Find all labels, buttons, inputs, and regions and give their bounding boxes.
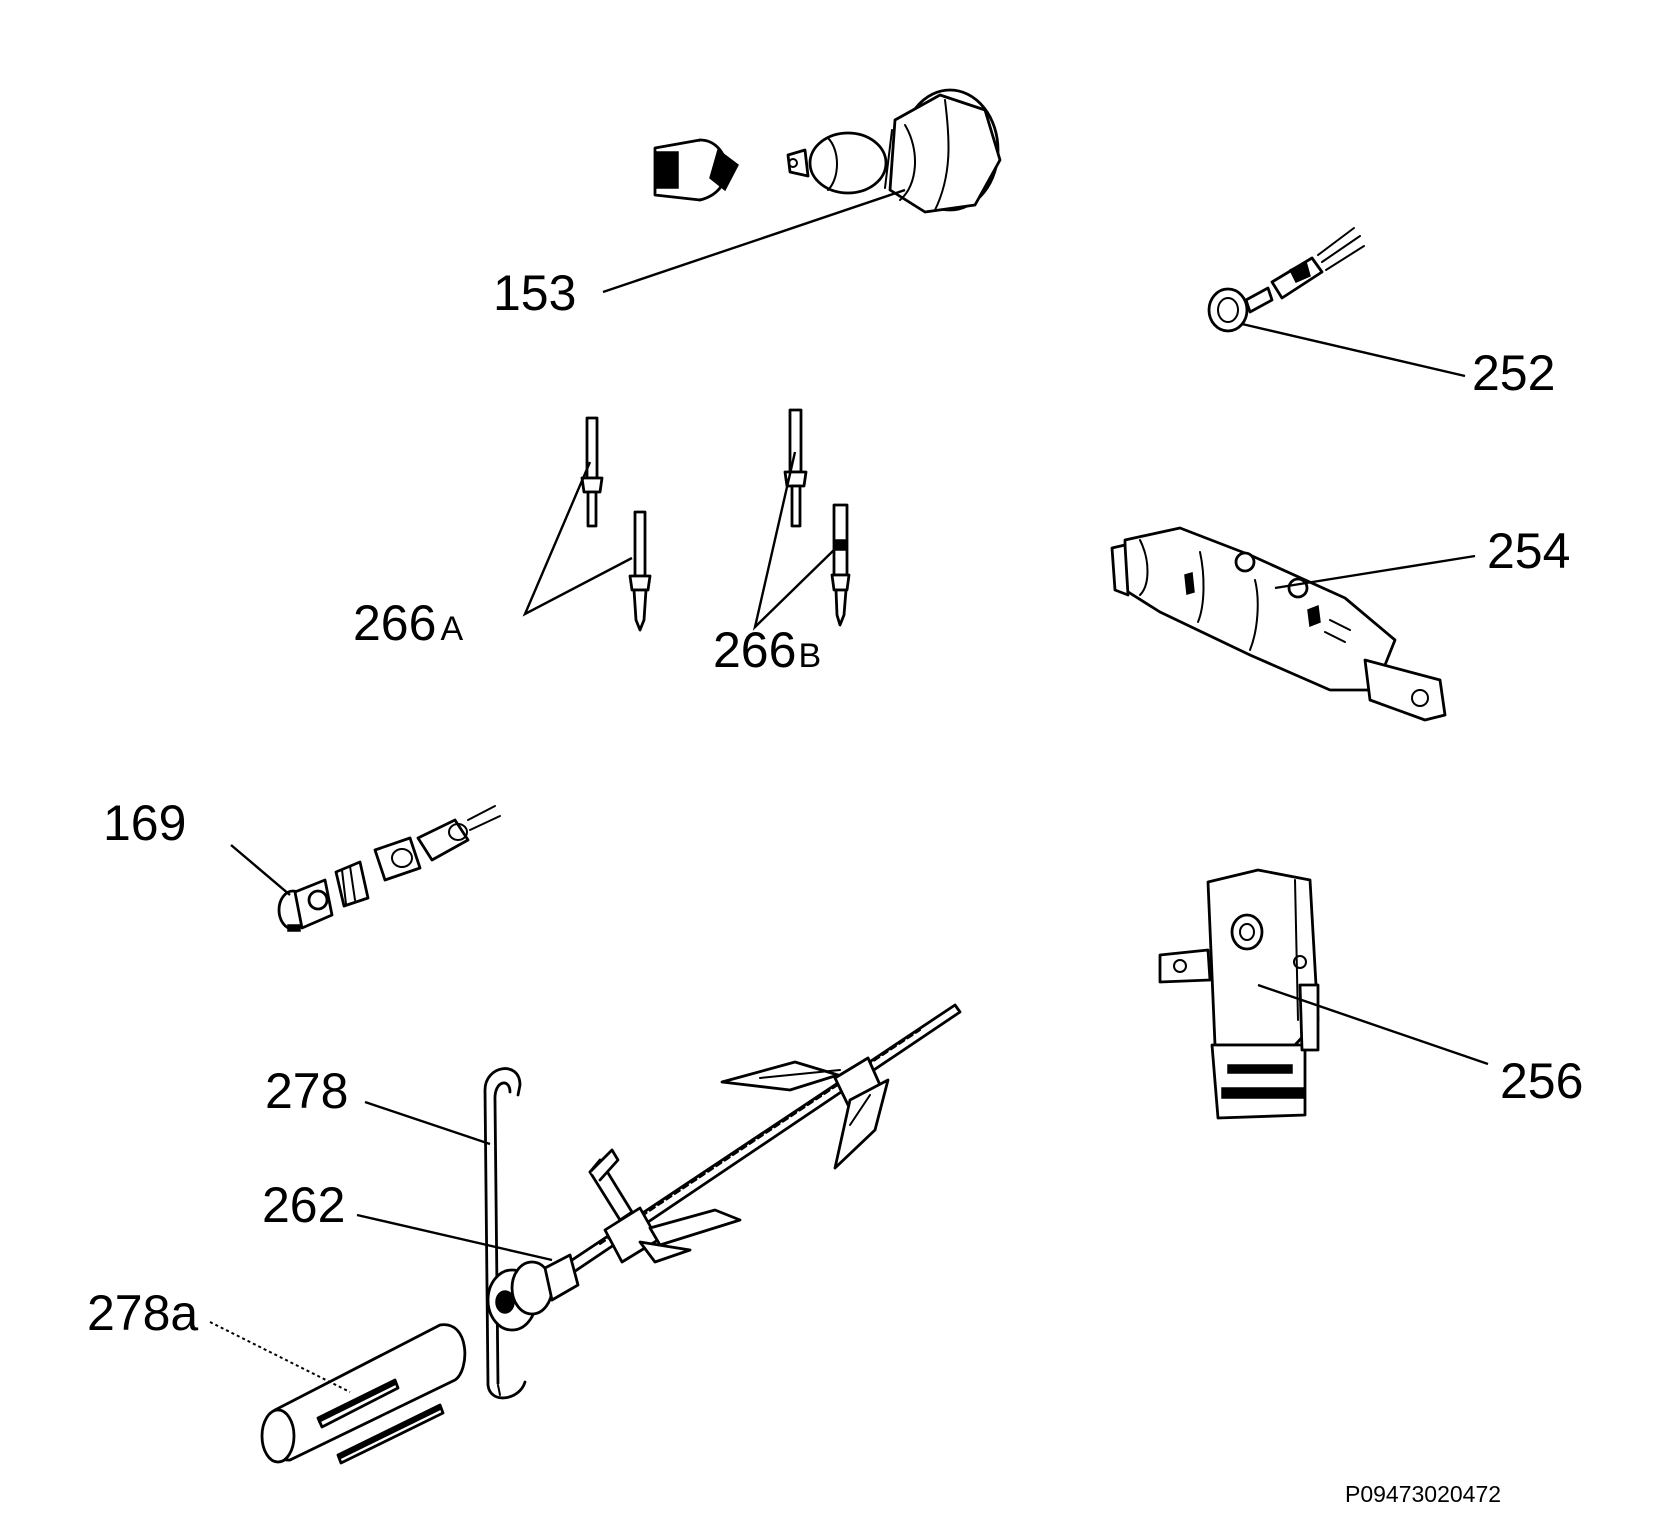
callout-266a-number: 266: [353, 595, 436, 651]
callout-169: 169: [103, 795, 186, 851]
callout-266b-number: 266: [713, 622, 796, 678]
callout-252: 252: [1472, 345, 1555, 401]
callout-256: 256: [1500, 1053, 1583, 1109]
part-278a-spit-handle: [260, 1323, 467, 1465]
part-169-lamp-holder: [277, 805, 501, 932]
callout-278a: 278a: [87, 1285, 198, 1341]
part-256-thermostat: [1158, 868, 1320, 1120]
leader-line-256: [1257, 983, 1489, 1066]
part-278-rotisserie-rod: [483, 1067, 527, 1400]
callout-266b: 266B: [713, 622, 821, 678]
leader-line-278: [364, 1100, 491, 1146]
callout-266b-suffix: B: [798, 637, 821, 675]
leader-line-266b: [752, 451, 837, 631]
leader-line-278a: [209, 1321, 351, 1393]
leader-line-252: [1241, 322, 1466, 378]
leader-line-169: [230, 844, 291, 896]
leader-line-254: [1274, 554, 1476, 590]
callout-254: 254: [1487, 523, 1570, 579]
callout-153: 153: [493, 265, 576, 321]
part-153-lamp-assembly: [653, 88, 1002, 214]
part-252-connector: [1207, 227, 1365, 333]
part-254-ignition-module: [1110, 526, 1447, 722]
drawing-code: P09473020472: [1345, 1481, 1501, 1507]
leader-line-153: [602, 188, 906, 294]
leader-line-266a: [522, 461, 633, 617]
part-266b-electrodes: [783, 408, 851, 627]
part-266a-electrodes: [580, 416, 652, 632]
callout-262: 262: [262, 1177, 345, 1233]
callout-266a-suffix: A: [440, 610, 463, 648]
callout-278: 278: [265, 1063, 348, 1119]
leader-line-262: [356, 1213, 553, 1262]
part-262-rotisserie-spit: [486, 1003, 962, 1332]
